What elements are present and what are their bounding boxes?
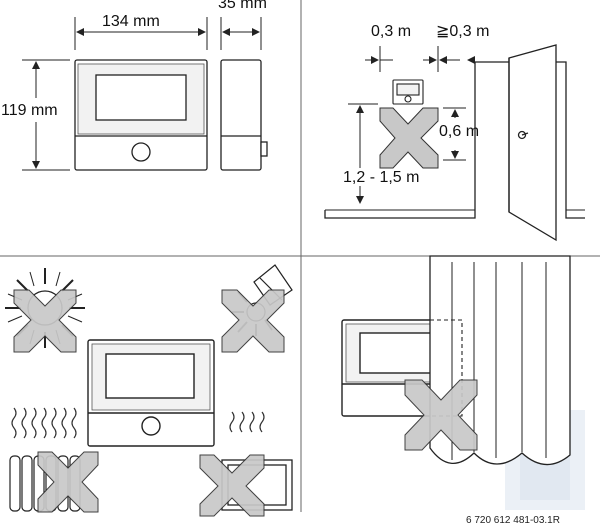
width-label: 134 mm bbox=[102, 13, 160, 30]
controller-front-view bbox=[74, 59, 208, 171]
door-clearance-label: ≧0,3 m bbox=[436, 23, 490, 40]
radiator-x-mark bbox=[37, 451, 99, 513]
panel-curtain bbox=[341, 255, 571, 466]
vertical-clearance-dimension bbox=[443, 107, 466, 161]
height-dimension bbox=[22, 59, 70, 171]
room-outline bbox=[324, 61, 585, 219]
heat-waves-icon-2 bbox=[229, 411, 265, 433]
panel-placement bbox=[324, 44, 585, 242]
mounting-height-label: 1,2 - 1,5 m bbox=[343, 169, 420, 186]
mounting-height-dimension bbox=[348, 103, 378, 204]
height-label: 119 mm bbox=[1, 102, 58, 119]
depth-label: 35 mm bbox=[218, 0, 267, 12]
panel-dimensions bbox=[22, 17, 268, 171]
vertical-clearance-label: 0,6 m bbox=[439, 123, 480, 140]
side-clearance-label: 0,3 m bbox=[371, 23, 412, 40]
forbidden-zone-x bbox=[379, 107, 439, 169]
figure-reference: 6 720 612 481-03.1R bbox=[466, 515, 560, 526]
controller-center bbox=[87, 339, 215, 447]
curtain-x-mark bbox=[404, 379, 478, 451]
heat-waves-icon bbox=[11, 407, 77, 439]
tv-x-mark bbox=[199, 454, 265, 517]
controller-side-view bbox=[220, 59, 268, 171]
door-icon bbox=[508, 44, 557, 242]
lamp-x-mark bbox=[221, 289, 285, 353]
controller-small bbox=[392, 79, 424, 105]
curtain-icon bbox=[429, 255, 571, 466]
depth-dimension bbox=[220, 17, 262, 50]
width-dimension bbox=[74, 17, 208, 50]
panel-avoid-sources bbox=[5, 264, 293, 517]
side-clearance-dimension bbox=[365, 46, 439, 72]
sun-x-mark bbox=[13, 289, 77, 353]
